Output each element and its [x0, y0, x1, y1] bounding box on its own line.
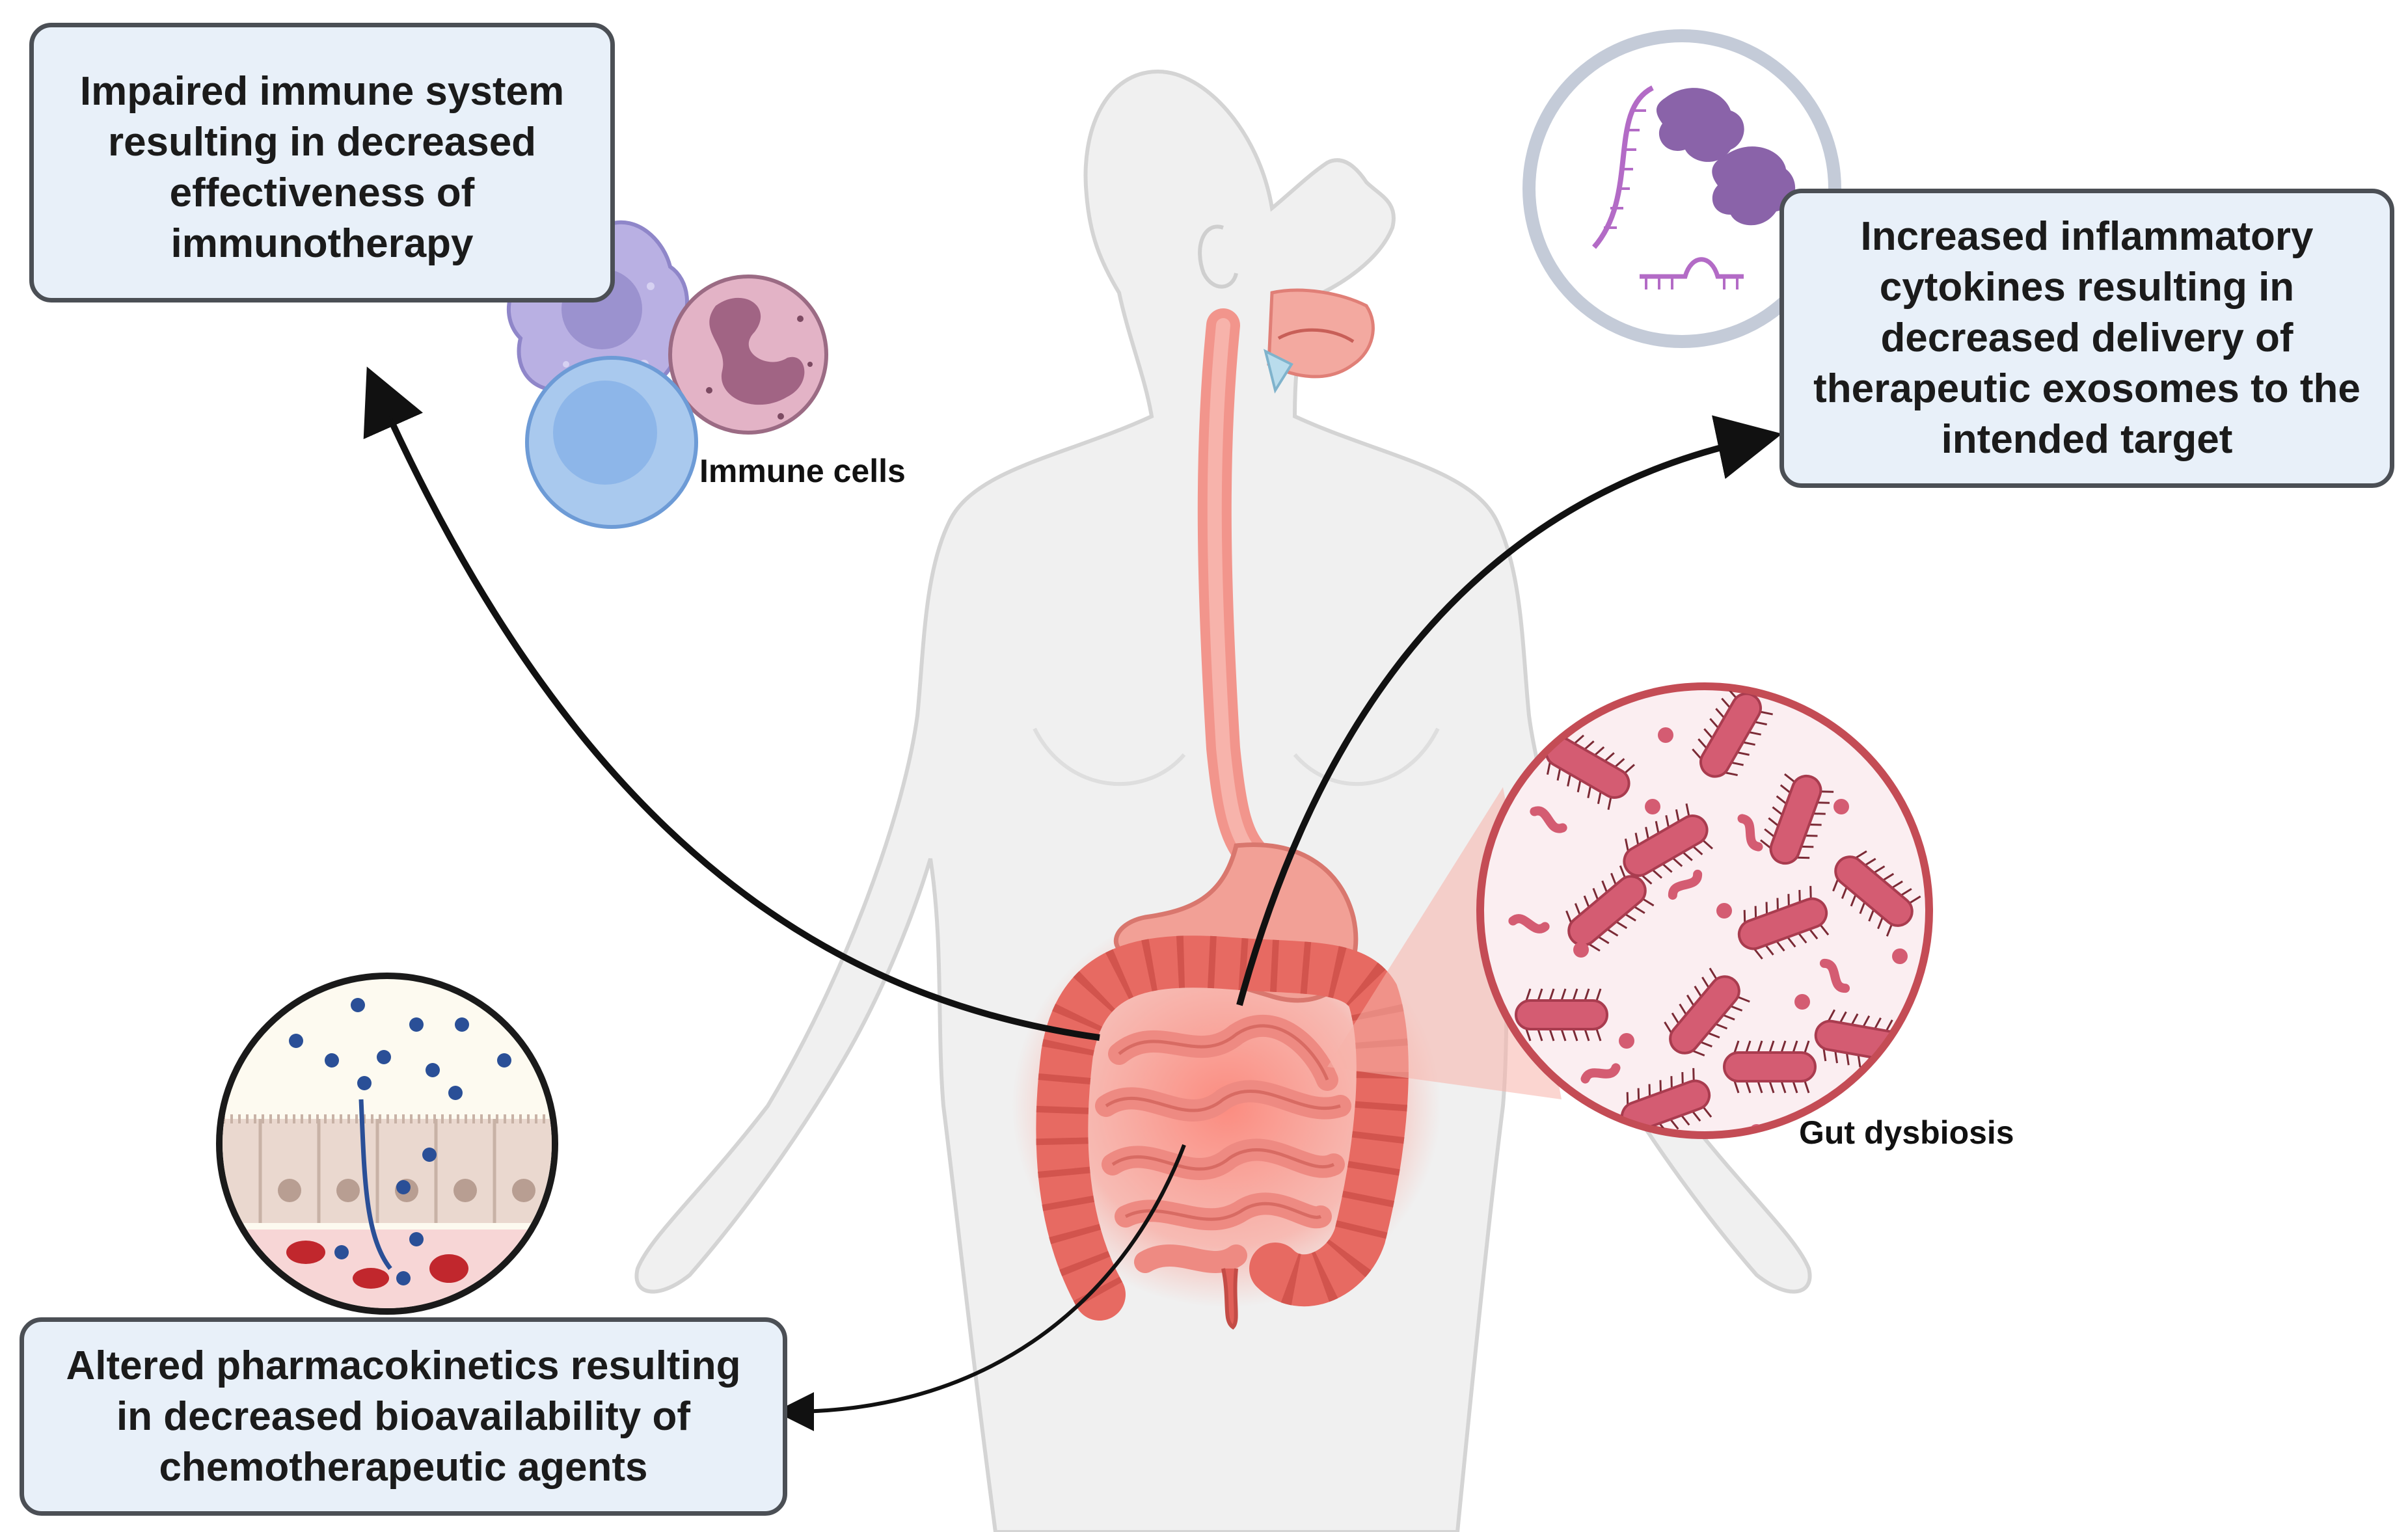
box-line: Altered pharmacokinetics resulting	[66, 1343, 741, 1388]
coccus-icon	[1716, 903, 1732, 919]
absorption-arrow	[358, 1099, 392, 1270]
coccus-icon	[1833, 799, 1849, 814]
immune-cells-label: Immune cells	[699, 453, 906, 489]
gut-dysbiosis-label: Gut dysbiosis	[1799, 1114, 2014, 1151]
bacterium-icon	[1565, 865, 1655, 952]
arrow-to-pharmaco	[775, 1144, 1186, 1431]
cytokine-magnifier	[1522, 29, 1841, 348]
arrow-to-cytokines	[1236, 415, 1783, 1006]
bacterium-icon	[1664, 967, 1750, 1056]
box-line: decreased delivery of	[1880, 316, 2293, 360]
rna-strand-icon	[1591, 85, 1654, 249]
intestinal-absorption-magnifier	[216, 973, 558, 1315]
vibrio-icon	[1508, 914, 1550, 934]
cytokine-effect-box: Increased inflammatory cytokines resulti…	[1779, 189, 2394, 488]
box-line: resulting in decreased	[107, 120, 537, 165]
bacterium-icon	[1692, 690, 1773, 778]
box-line: Increased inflammatory	[1860, 214, 2314, 259]
box-line: intended target	[1941, 417, 2233, 462]
immune-cells-illustration	[506, 220, 828, 529]
rectum	[1221, 1268, 1238, 1330]
vibrio-icon	[1668, 869, 1703, 900]
drug-molecules	[289, 998, 511, 1285]
receptor-icon	[1640, 257, 1744, 279]
coccus-icon	[1794, 994, 1810, 1010]
arrows	[363, 366, 1783, 1431]
box-line: Impaired immune system	[79, 69, 565, 114]
coccus-icon	[1645, 799, 1660, 814]
box-line: therapeutic exosomes to the	[1813, 366, 2361, 411]
vibrio-icon	[1530, 806, 1567, 833]
vibrio-icon	[1737, 814, 1763, 852]
box-line: in decreased bioavailability of	[116, 1393, 691, 1439]
oral-cavity	[1264, 288, 1375, 394]
vibrio-icon	[1819, 958, 1850, 993]
gut-dysbiosis-magnifier	[1476, 682, 1933, 1139]
bacterium-icon	[1760, 773, 1834, 865]
bacterium-icon	[1623, 803, 1713, 885]
box-line: chemotherapeutic agents	[159, 1444, 648, 1490]
coccus-icon	[1619, 1033, 1634, 1049]
box-line: cytokines resulting in	[1879, 265, 2295, 310]
pharmacokinetics-effect-box: Altered pharmacokinetics resulting in de…	[20, 1317, 787, 1516]
cytokine-protein-icon	[1656, 88, 1744, 162]
box-line: immunotherapy	[170, 221, 474, 266]
coccus-icon	[1573, 942, 1589, 958]
large-intestine	[1036, 935, 1409, 1321]
bacterium-icon	[1515, 988, 1608, 1041]
vibrio-icon	[1580, 1063, 1621, 1084]
bacterium-icon	[1737, 885, 1830, 960]
coccus-icon	[1658, 727, 1673, 743]
box-line: effectiveness of	[169, 170, 475, 215]
immune-effect-box: Impaired immune system resulting in decr…	[29, 23, 615, 302]
coccus-icon	[1892, 948, 1908, 964]
bacterium-icon	[1832, 850, 1921, 937]
bacterium-icon	[1723, 1040, 1817, 1094]
cytokine-protein-icon-2	[1712, 146, 1796, 226]
